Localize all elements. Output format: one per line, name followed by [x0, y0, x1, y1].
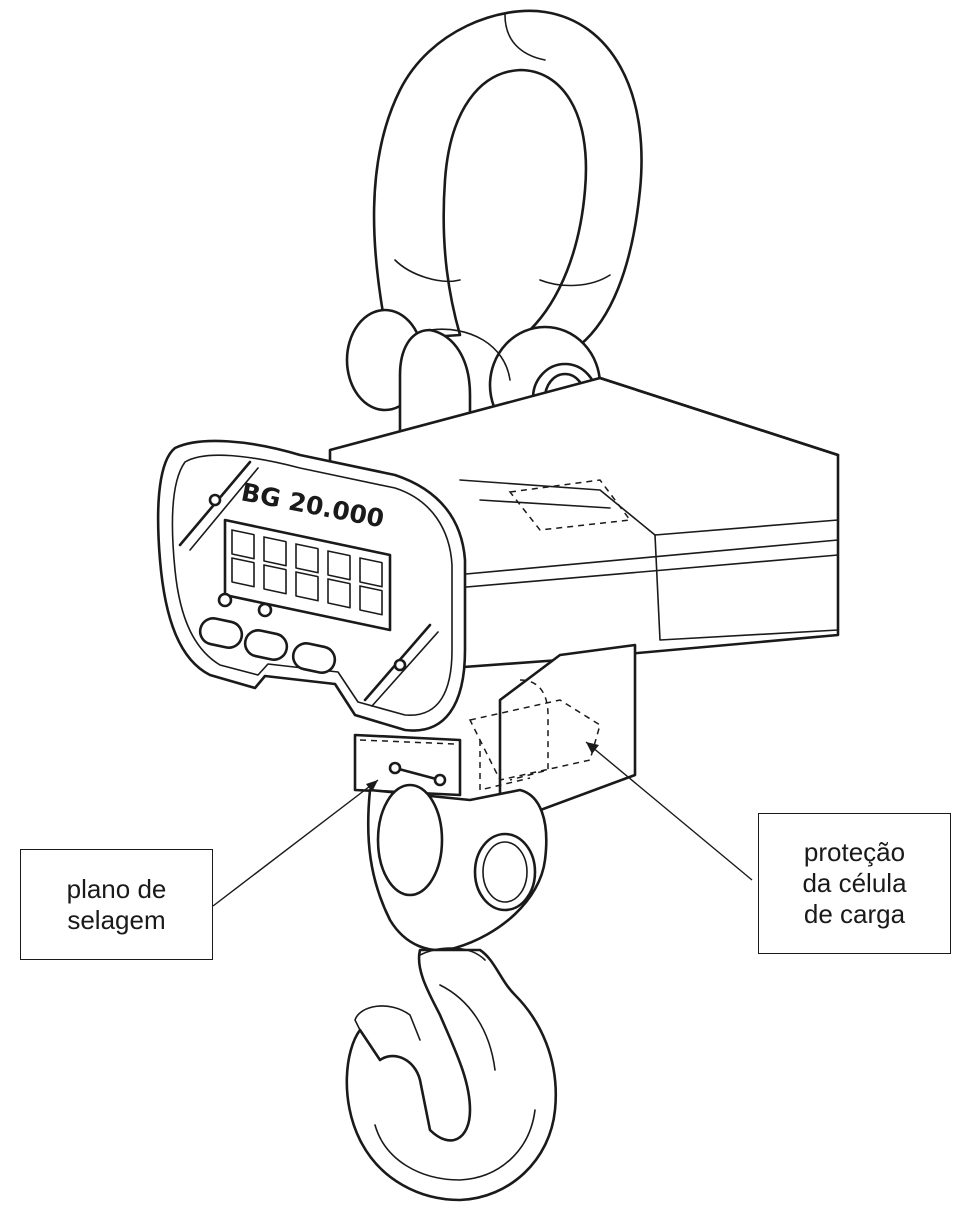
seal-point-left — [388, 761, 402, 775]
panel-button-1 — [198, 617, 244, 649]
hook — [345, 947, 558, 1202]
callout-sealing-plane: plano de selagem — [20, 849, 213, 960]
indicator-light-2 — [257, 602, 273, 618]
callout-sealing-plane-text: plano de selagem — [66, 873, 167, 935]
seal-point-right — [433, 773, 447, 787]
indicator-light-1 — [217, 592, 233, 608]
leader-lines — [212, 741, 753, 907]
leader-sealing — [212, 779, 379, 907]
hook-arm-bolt — [473, 832, 537, 912]
callout-load-cell-protection-text: proteção da célula de carga — [802, 837, 907, 929]
panel-button-2 — [243, 629, 289, 661]
display-panel: BG 20.000 — [156, 439, 467, 732]
sealing-plate — [353, 733, 462, 797]
leader-loadcell — [585, 741, 753, 881]
callout-load-cell-protection: proteção da célula de carga — [758, 813, 951, 954]
panel-button-3 — [291, 642, 337, 674]
digit-cells — [231, 529, 383, 616]
hook-arm — [366, 783, 548, 952]
